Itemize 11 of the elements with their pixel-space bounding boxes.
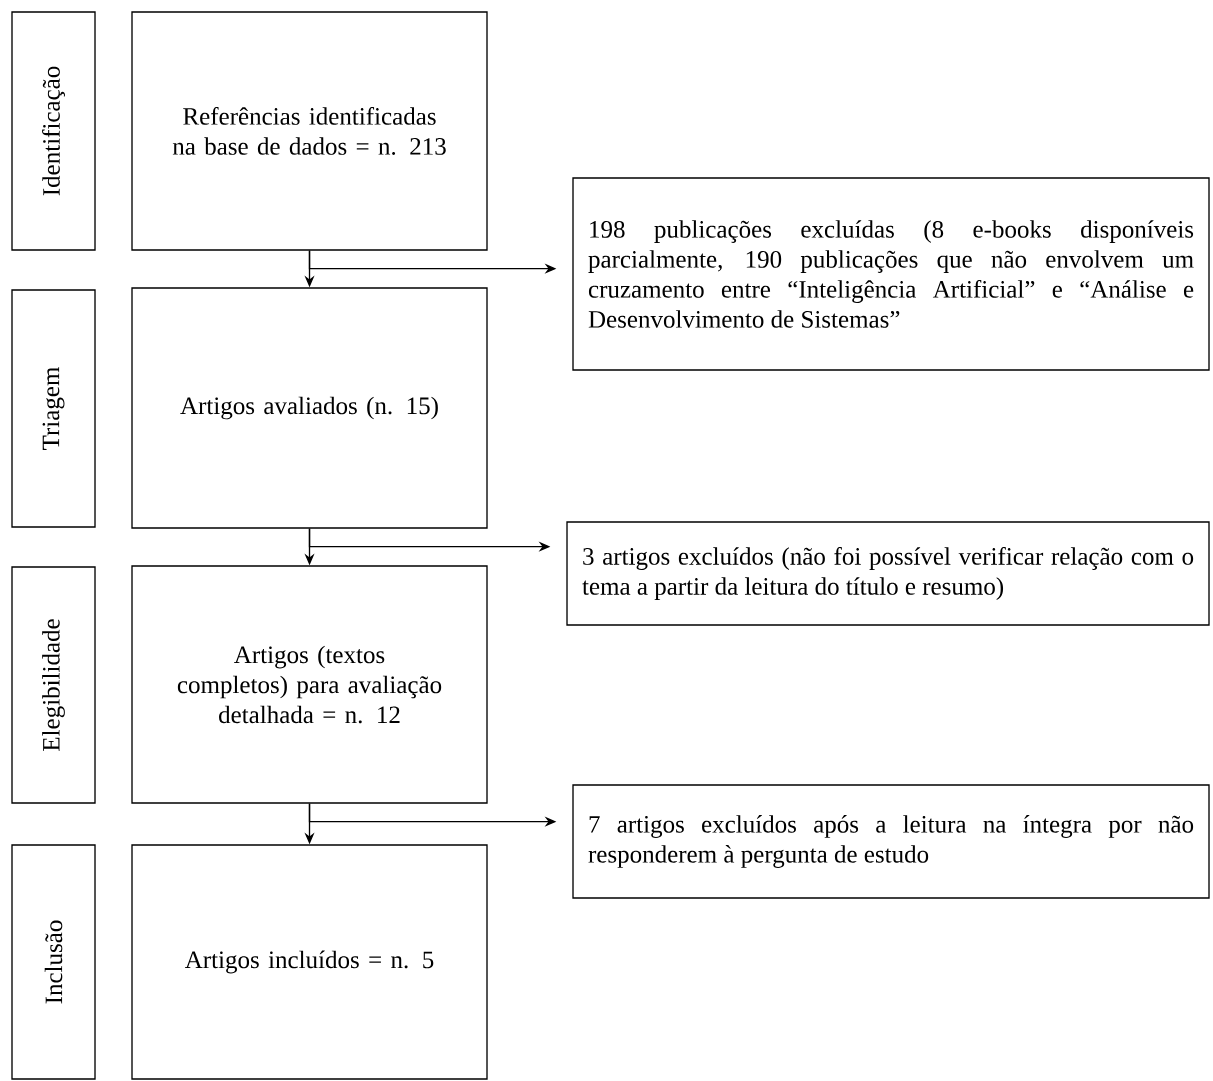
process-box: Artigos avaliados (n. 15) — [131, 287, 488, 529]
phase-label-box: Triagem — [11, 289, 96, 528]
process-box: Referências identificadas na base de dados = n. 213 — [131, 11, 488, 251]
process-box: Artigos incluídos = n. 5 — [131, 844, 488, 1080]
phase-label-box: Inclusão — [11, 844, 96, 1080]
process-box: Artigos (textos completos) para avaliação detalhada = n. 12 — [131, 565, 488, 804]
exclusion-box: 7 artigos excluídos após a leitura na íntegra por não responderem à pergunta de estudo — [572, 784, 1210, 899]
phase-label-box: Elegibilidade — [11, 566, 96, 804]
exclusion-box: 3 artigos excluídos (não foi possível verificar relação com o tema a partir da leitura do título e resumo) — [566, 521, 1210, 626]
phase-label-box: Identificação — [11, 11, 96, 251]
exclusion-box: 198 publicações excluídas (8 e-books disponíveis parcialmente, 190 publicações que não envolvem um cruzamento entre “Inteligência Artificial” e “Análise e Desenvolvimento de Sistemas” — [572, 177, 1210, 371]
